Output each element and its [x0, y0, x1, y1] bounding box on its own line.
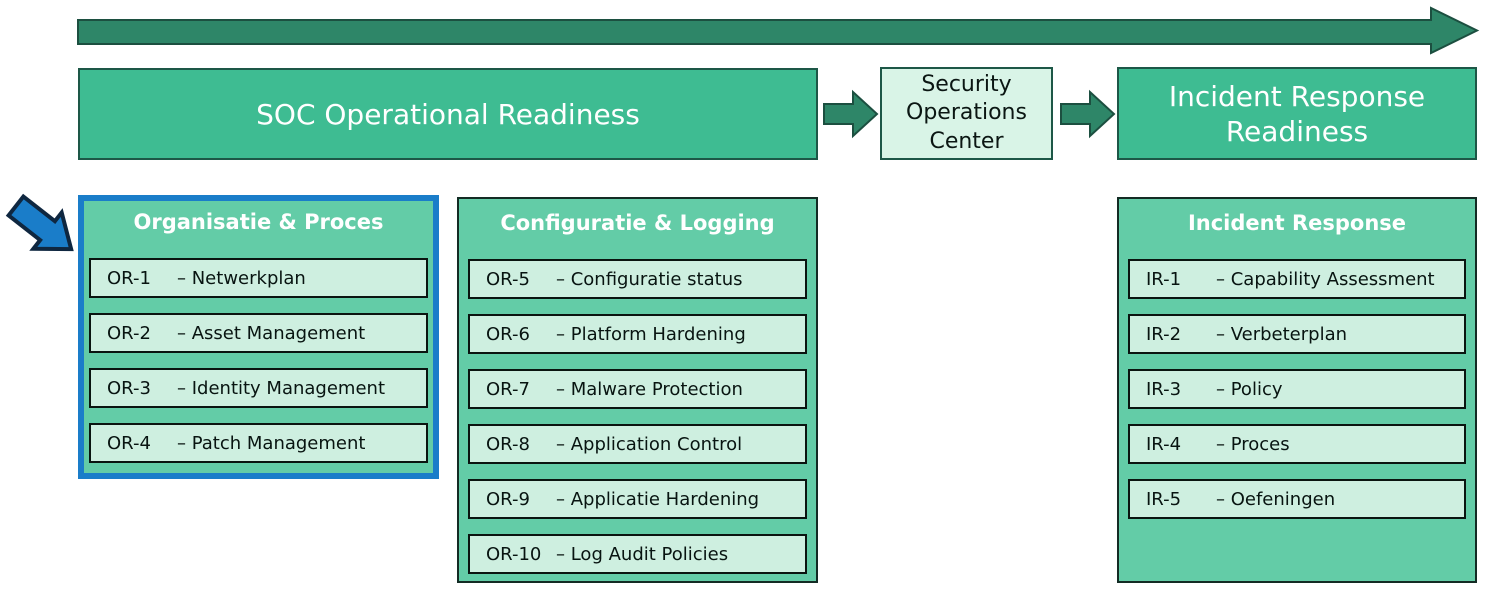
item-code: IR-5	[1146, 488, 1182, 510]
list-item-ir-2: IR-2 – Verbeterplan	[1128, 314, 1466, 354]
item-code: OR-2	[107, 322, 151, 344]
column-configuratie-logging: Configuratie & Logging OR-5 – Configurat…	[457, 197, 818, 583]
item-label: – Configuratie status	[556, 268, 743, 290]
list-item-ir-3: IR-3 – Policy	[1128, 369, 1466, 409]
incident-items: IR-1 – Capability Assessment IR-2 – Verb…	[1119, 259, 1475, 519]
item-code: IR-4	[1146, 433, 1182, 455]
item-code: OR-5	[486, 268, 530, 290]
list-item-or-1: OR-1 – Netwerkplan	[89, 258, 428, 298]
item-label: – Application Control	[556, 433, 743, 455]
item-code: OR-9	[486, 488, 530, 510]
item-label: – Log Audit Policies	[556, 543, 729, 565]
item-code: OR-3	[107, 377, 151, 399]
column-title-organisatie-proces: Organisatie & Proces	[133, 210, 384, 234]
item-code: IR-1	[1146, 268, 1182, 290]
item-code: OR-4	[107, 432, 151, 454]
column-incident-response: Incident Response IR-1 – Capability Asse…	[1117, 197, 1477, 583]
soc-operational-readiness-box: SOC Operational Readiness	[78, 68, 818, 160]
item-code: OR-6	[486, 323, 530, 345]
item-label: – Asset Management	[177, 322, 366, 344]
list-item-or-5: OR-5 – Configuratie status	[468, 259, 807, 299]
timeline-right-arrow-icon	[77, 6, 1480, 55]
list-item-or-7: OR-7 – Malware Protection	[468, 369, 807, 409]
item-code: IR-3	[1146, 378, 1182, 400]
item-label: – Oefeningen	[1216, 488, 1336, 510]
configuratie-items: OR-5 – Configuratie status OR-6 – Platfo…	[459, 259, 816, 574]
item-code: OR-8	[486, 433, 530, 455]
item-code: OR-10	[486, 543, 542, 565]
security-operations-center-label: Security Operations Center	[906, 71, 1027, 154]
item-label: – Capability Assessment	[1216, 268, 1435, 290]
organisatie-items: OR-1 – Netwerkplan OR-2 – Asset Manageme…	[84, 258, 433, 463]
column-title-incident-response: Incident Response	[1187, 211, 1407, 235]
item-label: – Malware Protection	[556, 378, 743, 400]
list-item-or-10: OR-10 – Log Audit Policies	[468, 534, 807, 574]
item-label: – Patch Management	[177, 432, 366, 454]
item-label: – Proces	[1216, 433, 1290, 455]
item-label: – Verbeterplan	[1216, 323, 1348, 345]
item-label: – Identity Management	[177, 377, 386, 399]
list-item-or-8: OR-8 – Application Control	[468, 424, 807, 464]
item-label: – Platform Hardening	[556, 323, 746, 345]
item-code: IR-2	[1146, 323, 1182, 345]
list-item-or-3: OR-3 – Identity Management	[89, 368, 428, 408]
list-item-or-9: OR-9 – Applicatie Hardening	[468, 479, 807, 519]
item-label: – Applicatie Hardening	[556, 488, 760, 510]
security-operations-center-box: Security Operations Center	[880, 67, 1053, 160]
item-code: OR-1	[107, 267, 151, 289]
column-organisatie-proces: Organisatie & Proces OR-1 – Netwerkplan …	[78, 195, 439, 479]
column-title-configuratie-logging: Configuratie & Logging	[500, 211, 775, 235]
list-item-ir-4: IR-4 – Proces	[1128, 424, 1466, 464]
list-item-or-4: OR-4 – Patch Management	[89, 423, 428, 463]
item-code: OR-7	[486, 378, 530, 400]
list-item-or-6: OR-6 – Platform Hardening	[468, 314, 807, 354]
highlight-pointer-arrow-icon	[5, 193, 74, 252]
list-item-ir-5: IR-5 – Oefeningen	[1128, 479, 1466, 519]
list-item-or-2: OR-2 – Asset Management	[89, 313, 428, 353]
item-label: – Netwerkplan	[177, 267, 306, 289]
flow-right-arrow-icon	[823, 89, 879, 139]
soc-operational-readiness-label: SOC Operational Readiness	[256, 97, 640, 131]
incident-response-readiness-label: Incident Response Readiness	[1168, 79, 1426, 148]
flow-right-arrow-icon	[1060, 89, 1116, 139]
incident-response-readiness-box: Incident Response Readiness	[1117, 67, 1477, 160]
item-label: – Policy	[1216, 378, 1283, 400]
list-item-ir-1: IR-1 – Capability Assessment	[1128, 259, 1466, 299]
